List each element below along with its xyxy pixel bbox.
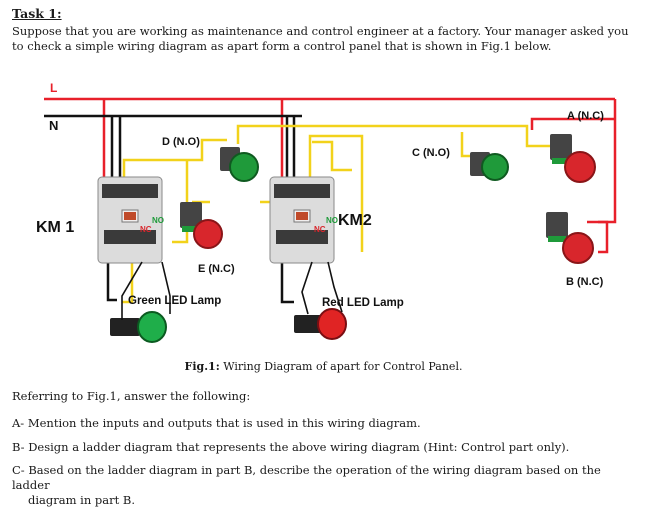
label-b: B (N.C) [566,276,604,288]
caption-prefix: Fig.1: [184,360,220,373]
label-e: E (N.C) [198,263,235,275]
label-n: N [49,118,58,133]
n-wire [44,114,302,304]
green-led-lamp [110,311,167,343]
red-led-lamp [294,308,347,340]
question-c: C- Based on the ladder diagram in part B… [12,463,637,508]
button-d-green [220,147,259,182]
label-km2: KM2 [338,212,372,229]
yellow-wires [122,124,554,304]
label-no1: NO [152,216,164,225]
label-c: C (N.O) [412,147,450,159]
question-c-line1: C- Based on the ladder diagram in part B… [12,463,601,492]
contactor-km1 [97,176,163,264]
label-km1: KM 1 [36,219,74,236]
task-title: Task 1: [12,6,62,21]
button-c-green [470,152,509,181]
label-no2: NO [326,216,338,225]
l-wire [44,97,617,254]
label-l: L [50,81,57,95]
label-d: D (N.O) [162,136,200,148]
label-red-lamp: Red LED Lamp [322,297,404,309]
wiring-diagram: L N KM 1 KM2 D (N.O) C (N.O) A (N.C) B (… [36,81,617,343]
button-b-red [546,212,594,264]
caption-text: Wiring Diagram of apart for Control Pane… [219,360,463,373]
question-b: B- Design a ladder diagram that represen… [12,440,570,454]
lamp-wires [121,261,343,320]
figure-caption: Fig.1: Wiring Diagram of apart for Contr… [0,360,647,373]
contactor-km2 [269,176,335,264]
label-a: A (N.C) [567,110,604,122]
button-e-red [180,202,223,249]
refer-text: Referring to Fig.1, answer the following… [12,389,251,403]
label-green-lamp: Green LED Lamp [128,295,221,307]
label-nc2: NC [314,225,326,234]
question-a: A- Mention the inputs and outputs that i… [12,416,421,430]
label-nc1: NC [140,225,152,234]
question-c-line2: diagram in part B. [28,493,136,507]
task-intro: Suppose that you are working as maintena… [12,24,629,53]
button-a-red [550,134,596,183]
